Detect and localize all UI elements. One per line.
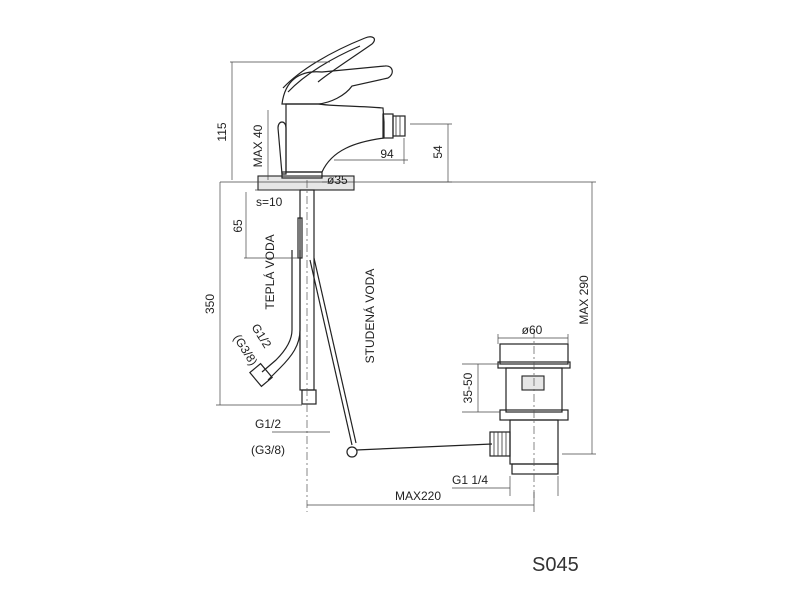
drain-assembly bbox=[489, 343, 571, 475]
center-lines bbox=[306, 180, 535, 512]
label-hot-water: TEPLÁ VODA bbox=[262, 234, 277, 309]
dim-35-50: 35-50 bbox=[461, 372, 475, 403]
dim-65: 65 bbox=[231, 219, 245, 233]
dim-115: 115 bbox=[215, 122, 229, 141]
product-code: S045 bbox=[532, 554, 579, 576]
dim-phi-60: ø60 bbox=[522, 323, 543, 337]
dim-g12-cold: G1/2 bbox=[255, 417, 281, 431]
dim-g1-1-4: G1 1/4 bbox=[452, 473, 488, 487]
dim-phi-35: ø35 bbox=[327, 173, 348, 187]
dim-54: 54 bbox=[431, 145, 445, 159]
dim-g38-cold: (G3/8) bbox=[251, 443, 285, 457]
faucet-body bbox=[257, 36, 406, 191]
dim-s-10: s=10 bbox=[256, 195, 283, 209]
label-cold-water: STUDENÁ VODA bbox=[362, 269, 377, 364]
dim-94: 94 bbox=[380, 147, 394, 161]
dim-max-220: MAX220 bbox=[395, 489, 441, 503]
dim-max-290: MAX 290 bbox=[577, 275, 591, 325]
dim-350: 350 bbox=[203, 294, 217, 314]
dimension-labels: 115 MAX 40 94 54 ø35 s=10 65 350 TEPLÁ V… bbox=[203, 122, 591, 576]
dimension-lines bbox=[216, 61, 596, 512]
dim-max-40: MAX 40 bbox=[251, 124, 265, 167]
